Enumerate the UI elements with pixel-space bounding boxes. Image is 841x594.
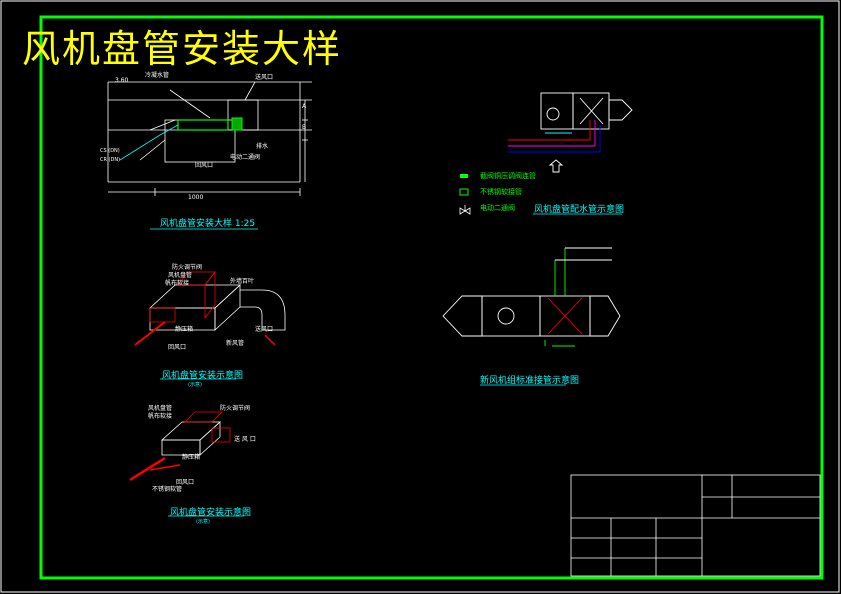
iso1-label-right1: 外墙百叶 xyxy=(230,278,255,285)
plan-caption: 风机盘管安装大样 1:25 xyxy=(160,219,256,229)
plan-label-return-air: 送风口 xyxy=(255,74,274,81)
iso-view-2-drawing xyxy=(129,411,231,482)
plan-label-drain: 排水 xyxy=(256,143,269,150)
iso1-label-left2: 静压箱 xyxy=(175,326,194,333)
iso2-subcaption: (示意) xyxy=(196,519,210,525)
plan-view-drawing xyxy=(107,81,312,196)
iso2-label-top2: 帆布软接 xyxy=(148,413,173,420)
new-air-diagram-drawing xyxy=(442,247,621,347)
iso1-label-top2: 风机盘管 xyxy=(168,272,193,279)
plan-label-condensate: 冷凝水管 xyxy=(145,72,170,79)
plan-dimension: 1000 xyxy=(188,194,204,201)
iso2-label-bottom2: 不锈钢软管 xyxy=(152,486,183,493)
piping-diagram-drawing xyxy=(508,92,633,173)
iso1-label-top1: 防火调节阀 xyxy=(172,264,203,271)
iso2-caption: 风机盘管安装示意图 xyxy=(170,508,252,518)
plan-fancoil-outlet xyxy=(231,117,243,131)
plan-label-cr: CR (DN) xyxy=(100,157,121,163)
iso2-label-top1: 风机盘管 xyxy=(148,405,173,412)
title-block xyxy=(570,474,821,577)
iso1-caption: 风机盘管安装示意图 xyxy=(162,371,244,381)
legend-label-1: 截阀铜压调阀连管 xyxy=(480,172,536,180)
iso1-label-left1: 回风口 xyxy=(168,344,187,351)
iso2-label-left1: 回风口 xyxy=(176,479,195,486)
new-air-caption: 新风机组标准接管示意图 xyxy=(480,376,580,386)
iso1-label-bottom: 新风管 xyxy=(226,340,245,347)
iso2-label-bottom1: 静压箱 xyxy=(182,454,201,461)
plan-label-cs: CS (DN) xyxy=(100,148,120,154)
iso-view-1-drawing xyxy=(134,270,286,346)
legend-swatch-1 xyxy=(460,174,468,178)
plan-cyan-pipe-2 xyxy=(119,134,161,161)
plan-label-b: B xyxy=(302,124,307,131)
iso1-subcaption: (示意) xyxy=(188,382,202,388)
iso1-label-outlet: 送风口 xyxy=(255,326,274,333)
drawing-title: 风机盘管安装大样 xyxy=(22,27,343,71)
legend-label-3: 电动二通阀 xyxy=(480,204,515,212)
plan-label-supply: 回风口 xyxy=(195,162,214,169)
legend-swatch-2 xyxy=(459,188,469,196)
iso1-label-top3: 帆布软接 xyxy=(165,280,190,287)
plan-elevation: 3.60 xyxy=(115,77,129,84)
sheet-border xyxy=(39,15,824,580)
legend-motor-valve-icon xyxy=(459,205,471,215)
legend-label-2: 不锈钢软接管 xyxy=(480,188,522,196)
plan-label-a: A xyxy=(302,103,307,110)
plan-fancoil-body xyxy=(177,119,229,131)
plan-cyan-pipe xyxy=(159,124,179,136)
iso2-label-right1: 送 风 口 xyxy=(234,436,256,443)
piping-caption: 风机盘管配水管示意图 xyxy=(534,205,625,215)
plan-label-valve: 电动二通阀 xyxy=(230,154,261,161)
iso2-label-top3: 防火调节阀 xyxy=(220,405,251,412)
